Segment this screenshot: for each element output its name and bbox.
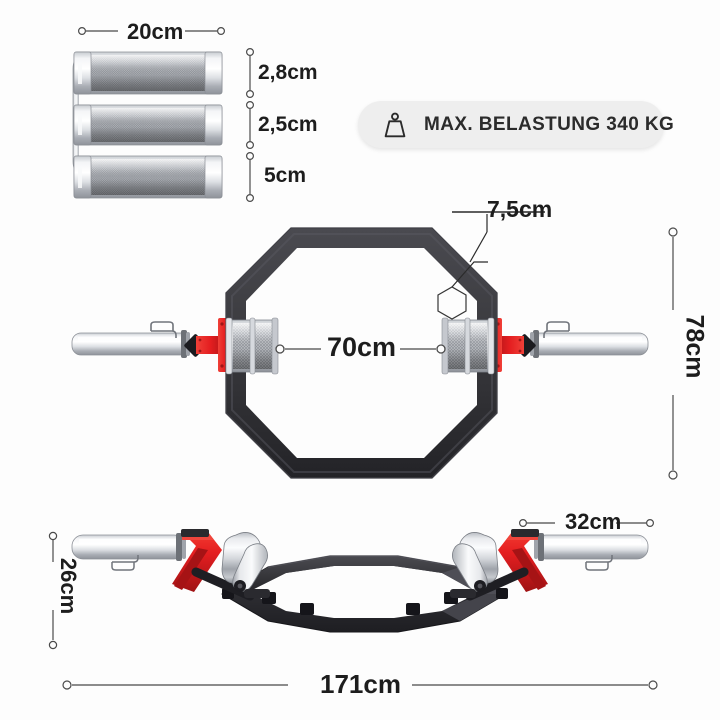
perspective-sleeve-right bbox=[534, 533, 649, 571]
dimension-line-20cm bbox=[77, 27, 226, 36]
handle-roller-3 bbox=[73, 155, 223, 199]
dimension-line-171cm bbox=[62, 680, 658, 690]
max-load-badge: MAX. BELASTUNG 340 KG bbox=[358, 101, 674, 148]
perspective-handle-left bbox=[221, 532, 270, 598]
grip-handle-right bbox=[441, 317, 495, 375]
dimension-line-70cm bbox=[275, 344, 446, 354]
sleeve-left bbox=[71, 318, 234, 372]
perspective-bracket-left bbox=[172, 529, 222, 592]
spring-collar-left bbox=[150, 321, 177, 338]
dimension-label-20cm: 20cm bbox=[127, 19, 184, 44]
dimension-line-32cm bbox=[518, 518, 654, 527]
dimension-label-78cm: 78cm bbox=[680, 314, 709, 379]
dimension-line-5cm bbox=[246, 152, 255, 203]
hex-bar-top-view bbox=[71, 211, 678, 480]
perspective-struts bbox=[191, 567, 529, 601]
dimension-line-2-5cm bbox=[246, 100, 255, 150]
handles-detail-view bbox=[72, 27, 255, 203]
dimension-line-26cm bbox=[48, 531, 58, 650]
dimension-label-26cm: 26cm bbox=[56, 557, 82, 615]
perspective-handle-right bbox=[450, 532, 499, 598]
perspective-sleeve-left bbox=[71, 533, 186, 571]
dimension-label-7-5cm: 7,5cm bbox=[487, 196, 553, 222]
dimension-line-78cm bbox=[668, 227, 678, 480]
sleeve-right bbox=[486, 318, 649, 372]
dimension-label-2-8cm: 2,8cm bbox=[258, 61, 318, 84]
hex-bar-perspective-view bbox=[48, 518, 658, 690]
dimension-line-2-8cm bbox=[246, 47, 255, 98]
grip-handle-left bbox=[225, 317, 279, 375]
octagon-frame bbox=[225, 227, 498, 479]
perspective-bracket-right bbox=[498, 529, 548, 592]
dimension-label-70cm: 70cm bbox=[327, 332, 397, 362]
max-load-label: MAX. BELASTUNG 340 KG bbox=[424, 113, 675, 135]
dimension-label-2-5cm: 2,5cm bbox=[258, 113, 318, 136]
weight-kettlebell-icon bbox=[384, 112, 406, 137]
handle-roller-2 bbox=[73, 104, 223, 146]
dimension-label-171cm: 171cm bbox=[320, 669, 401, 699]
handle-roller-1 bbox=[73, 51, 223, 95]
dimension-label-32cm: 32cm bbox=[565, 509, 622, 534]
rubber-feet bbox=[222, 588, 508, 615]
callout-7-5cm bbox=[437, 211, 545, 320]
dimension-label-5cm: 5cm bbox=[264, 164, 307, 187]
